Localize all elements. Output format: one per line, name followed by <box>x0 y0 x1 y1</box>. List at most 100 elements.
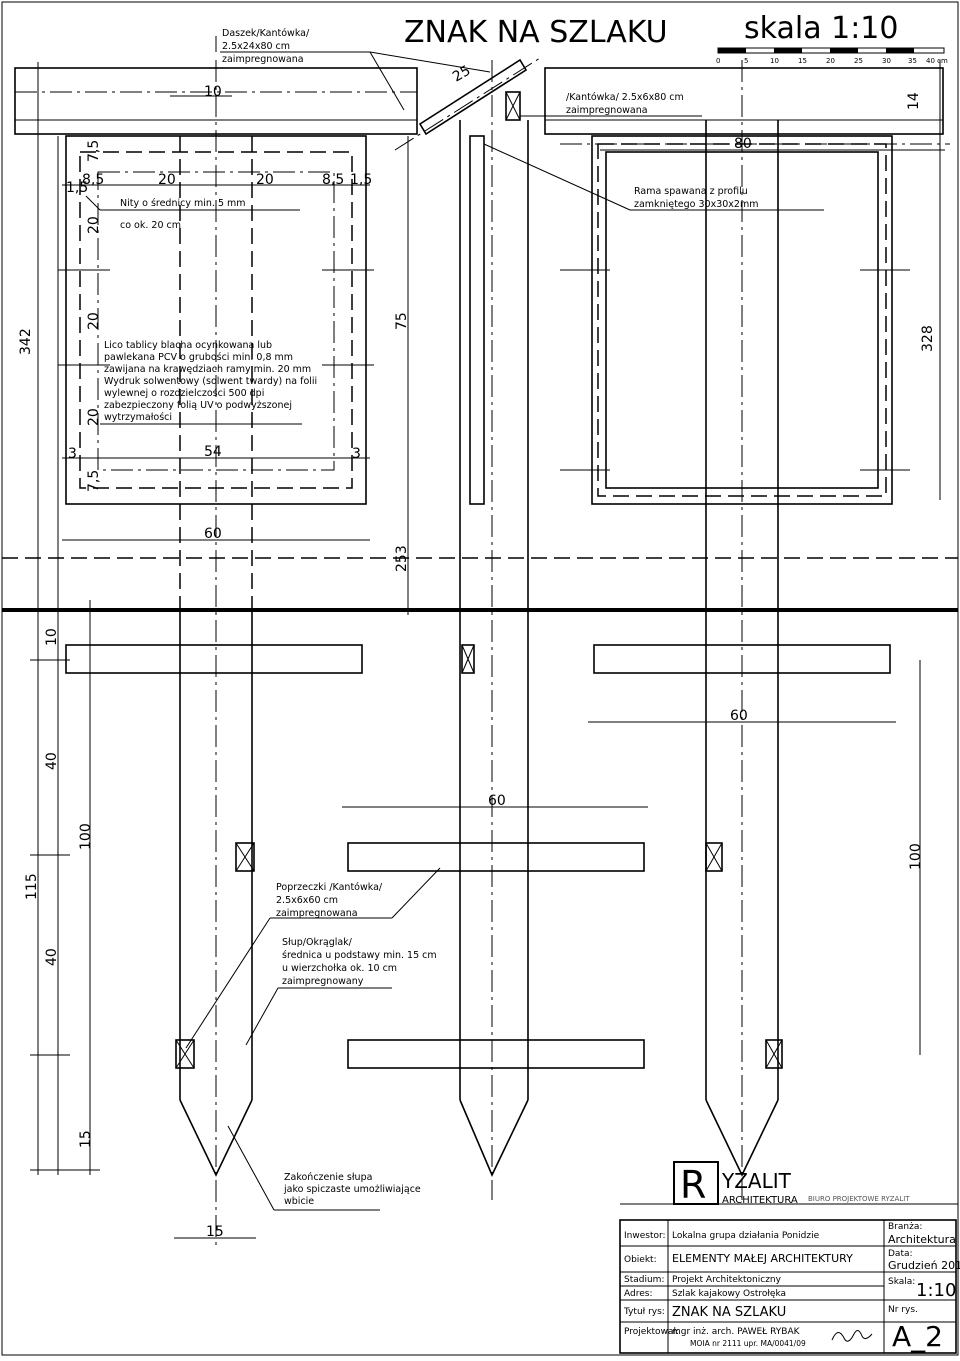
dim-20-b: 20 <box>256 172 274 188</box>
note-post-4: zaimpregnowany <box>282 976 364 987</box>
logo-sub: ARCHITEKTURA <box>722 1195 798 1206</box>
scale-tick-35: 35 <box>908 57 917 65</box>
note-crossbar-1: Poprzeczki /Kantówka/ <box>276 882 383 893</box>
note-roof-2: 2.5x24x80 cm <box>222 41 290 52</box>
note-crossbar-3: zaimpregnowana <box>276 908 358 919</box>
note-roof-3: zaimpregnowana <box>222 54 304 65</box>
scale-tick-30: 30 <box>882 57 891 65</box>
tb-object-label: Obiekt: <box>624 1255 657 1265</box>
dim-14: 14 <box>906 92 922 110</box>
front-view <box>14 60 418 1250</box>
bolt-back-mid <box>705 842 723 872</box>
title-block: Inwestor: Lokalna grupa działania Ponidz… <box>619 1219 960 1354</box>
tb-scale-label: Skala: <box>888 1277 915 1287</box>
tb-date-label: Data: <box>888 1249 913 1259</box>
dim-40-upper: 40 <box>44 752 60 770</box>
note-face-4: Wydruk solwentowy (solwent twardy) na fo… <box>104 376 317 387</box>
dim-60-back: 60 <box>730 708 748 724</box>
scale-tick-5: 5 <box>744 57 748 65</box>
dim-20-v2: 20 <box>86 312 102 330</box>
dim-20-v1: 20 <box>86 216 102 234</box>
tb-stage-label: Stadium: <box>624 1275 664 1285</box>
company-logo: R YZALIT ARCHITEKTURA BIURO PROJEKTOWE R… <box>620 1161 958 1207</box>
tb-drawing-title: ZNAK NA SZLAKU <box>672 1305 786 1320</box>
dim-100-front: 100 <box>78 823 94 850</box>
scale-tick-0: 0 <box>716 57 720 65</box>
dim-100-back: 100 <box>908 843 924 870</box>
annotations: Daszek/Kantówka/ 2.5x24x80 cm zaimpregno… <box>85 28 824 1211</box>
post-tip-back <box>705 1099 779 1177</box>
tb-stage: Projekt Architektoniczny <box>672 1275 782 1285</box>
tb-date: Grudzień 2012 <box>888 1259 960 1272</box>
drawing-title: ZNAK NA SZLAKU <box>404 15 668 50</box>
bolt-back-low <box>765 1039 783 1069</box>
tb-address: Szlak kajakowy Ostrołęka <box>672 1289 786 1299</box>
tb-branch-label: Branża: <box>888 1222 922 1232</box>
tb-address-label: Adres: <box>624 1289 652 1299</box>
dim-1-5-right: 1,5 <box>350 172 372 188</box>
crossbar-mid-side <box>347 842 645 872</box>
scale-tick-25: 25 <box>854 57 863 65</box>
tb-designer-label: Projektował: <box>624 1327 679 1337</box>
note-face-1: Lico tablicy blacha ocynkowana lub <box>104 340 272 351</box>
crossbar-low-side <box>347 1039 645 1069</box>
dim-7-5-bottom: 7,5 <box>86 470 102 492</box>
dim-60-front: 60 <box>204 526 222 542</box>
back-view: 14 80 328 60 100 <box>544 60 950 1200</box>
note-beam-1: /Kantówka/ 2.5x6x80 cm <box>566 92 684 103</box>
bolt-front-mid <box>235 842 255 872</box>
dim-3-left: 3 <box>68 446 77 462</box>
scale-bar: 0 5 10 15 20 25 30 35 40 cm <box>716 47 948 65</box>
note-post-1: Słup/Okrąglak/ <box>282 937 353 948</box>
crossbar-top-front <box>65 644 363 674</box>
crossbar-top-back <box>593 644 891 674</box>
dim-8-5-right: 8,5 <box>322 172 344 188</box>
dim-10-ground: 10 <box>44 628 60 646</box>
post-tip-side <box>459 1099 529 1177</box>
scale-tick-20: 20 <box>826 57 835 65</box>
scale-tick-15: 15 <box>798 57 807 65</box>
post-tip-front <box>179 1099 253 1177</box>
note-frame-2: zamkniętego 30x30x2mm <box>634 199 758 210</box>
note-tip-1: Zakończenie słupa <box>284 1172 372 1183</box>
dim-75: 75 <box>394 312 410 330</box>
note-rivets-1: Nity o średnicy min. 5 mm <box>120 198 246 209</box>
dim-10-top: 10 <box>204 84 222 100</box>
note-post-3: u wierzchołka ok. 10 cm <box>282 963 397 974</box>
dim-80: 80 <box>734 136 752 152</box>
note-face-7: wytrzymałości <box>104 412 172 423</box>
tb-drawing-title-label: Tytuł rys: <box>623 1307 665 1317</box>
dim-342: 342 <box>18 328 34 355</box>
dim-253: 253 <box>394 545 410 572</box>
note-face-2: pawlekana PCV o grubości min. 0,8 mm <box>104 352 293 363</box>
dim-15-post: 15 <box>206 1224 224 1240</box>
note-post-2: średnica u podstawy min. 15 cm <box>282 950 437 961</box>
note-crossbar-2: 2.5x6x60 cm <box>276 895 338 906</box>
bolt-side-top <box>505 91 521 121</box>
scale-tick-10: 10 <box>770 57 779 65</box>
logo-strip: BIURO PROJEKTOWE RYZALIT <box>808 1195 910 1203</box>
dim-54: 54 <box>204 444 222 460</box>
dim-8-5-left: 8,5 <box>82 172 104 188</box>
dim-328: 328 <box>920 325 936 352</box>
note-beam-2: zaimpregnowana <box>566 105 648 116</box>
note-tip-2: jako spiczaste umożliwiające <box>283 1184 421 1195</box>
dim-40-lower: 40 <box>44 948 60 966</box>
dim-15-tip: 15 <box>78 1130 94 1148</box>
roof-board-side <box>418 58 528 136</box>
tb-drawing-no-label: Nr rys. <box>888 1305 918 1315</box>
side-view: 75 253 25 60 <box>342 57 648 1200</box>
scale-label: skala 1:10 <box>744 11 898 46</box>
designer-signature <box>831 1330 873 1342</box>
dim-20-a: 20 <box>158 172 176 188</box>
dim-1-5-left: 1,5 <box>66 180 88 196</box>
dim-115: 115 <box>24 873 40 900</box>
tb-investor: Lokalna grupa działania Ponidzie <box>672 1231 820 1241</box>
note-rivets-2: co ok. 20 cm <box>120 220 181 231</box>
roof-board-back <box>544 67 944 135</box>
dim-20-v3: 20 <box>86 408 102 426</box>
note-face-6: zabezpieczony folią UV o podwyższonej <box>104 400 292 411</box>
